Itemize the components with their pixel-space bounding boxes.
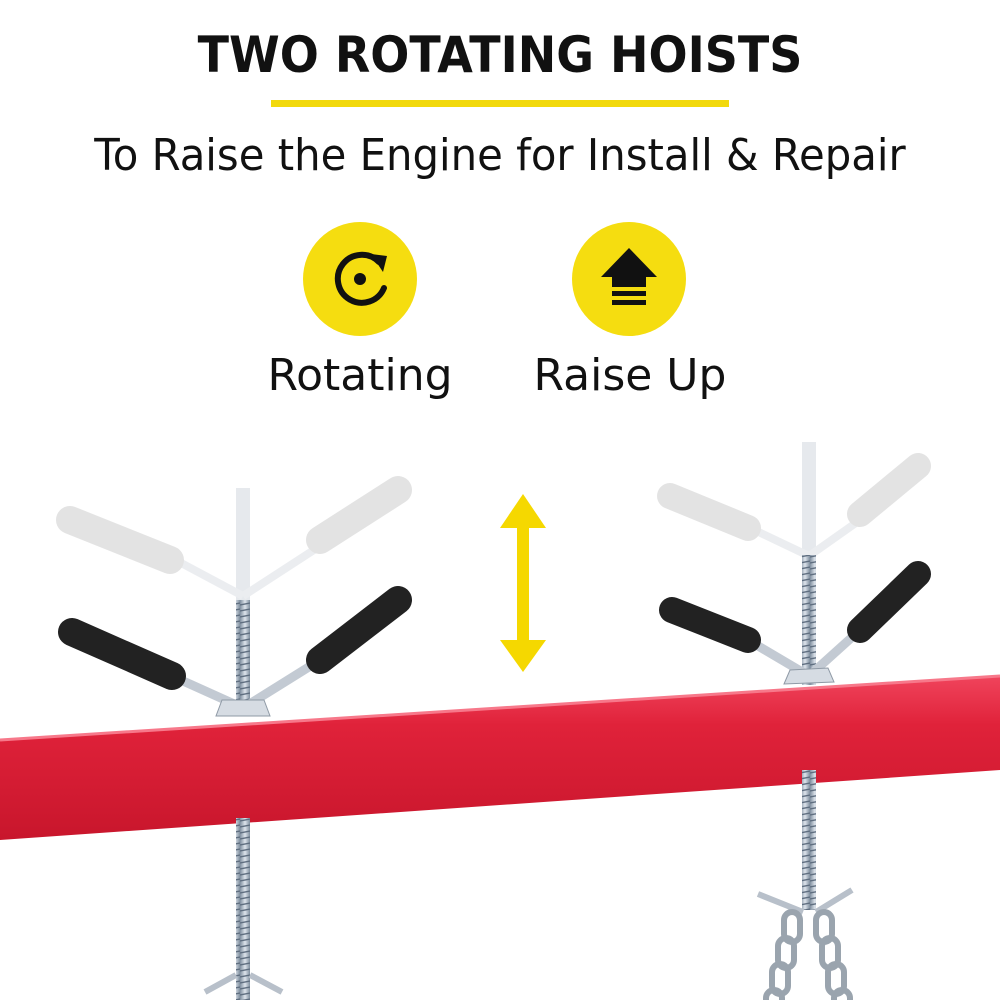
page-subtitle: To Raise the Engine for Install & Repair — [94, 130, 906, 181]
red-beam — [0, 676, 1000, 840]
arrow-up-icon — [572, 222, 686, 336]
left-screw-lower — [236, 818, 250, 1000]
hoist-chain — [763, 909, 853, 1000]
up-down-arrow-icon — [500, 494, 546, 672]
rotate-icon — [303, 222, 417, 336]
feature-label-raise-up: Raise Up — [533, 350, 727, 401]
right-hoist-handles — [659, 561, 931, 685]
left-screw-upper — [236, 600, 250, 710]
left-hoist-handles — [58, 586, 412, 717]
left-hoist-ghost-position — [56, 476, 412, 608]
page-title: TWO ROTATING HOISTS — [197, 26, 803, 84]
right-hoist-ghost-position — [657, 442, 931, 572]
title-underline — [271, 100, 729, 107]
right-screw-upper — [802, 555, 816, 685]
feature-label-rotating: Rotating — [267, 350, 453, 401]
right-screw-lower — [802, 770, 816, 910]
